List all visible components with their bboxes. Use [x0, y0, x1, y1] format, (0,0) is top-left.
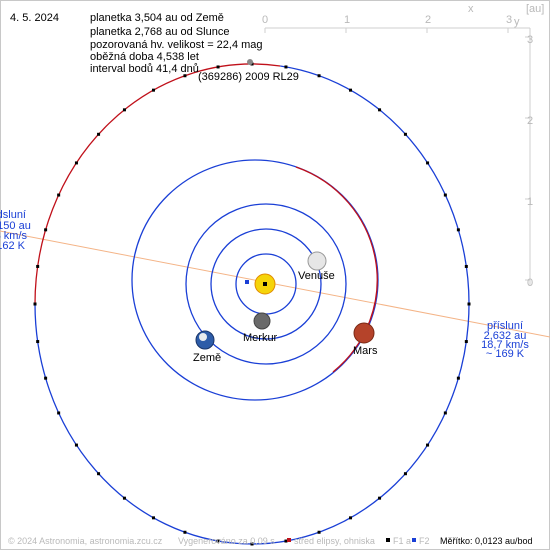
mars-orbit [131, 159, 379, 401]
asteroid-position-dot [74, 443, 78, 447]
mars-label: Mars [353, 345, 378, 357]
asteroid-position-dot [403, 472, 407, 476]
mercury-label: Merkur [243, 332, 278, 344]
asteroid-orbit [34, 63, 470, 545]
footer-generated: Vygenerováno za 0,09 s [178, 536, 275, 546]
asteroid-position-dot [33, 302, 37, 306]
asteroid-position-dot [122, 496, 126, 500]
asteroid-position-dot [57, 193, 61, 197]
x-tick-3: 3 [506, 14, 513, 26]
asteroid-position-dot [426, 443, 430, 447]
asteroid-position-dot [456, 228, 460, 232]
asteroid-position-dot [464, 340, 468, 344]
asteroid-position-dot [317, 530, 321, 534]
bodies [195, 59, 375, 350]
asteroid-position-dot [151, 88, 155, 92]
aphelion-distance: 3,150 au [0, 220, 31, 232]
axis-unit-label: [au] [526, 3, 545, 15]
asteroid-position-dot [284, 539, 288, 543]
asteroid-position-dot [464, 264, 468, 268]
aphelion-temperature: ~ 162 K [0, 240, 25, 252]
earth-cloud-icon [199, 333, 207, 341]
x-tick-0: 0 [262, 14, 269, 26]
asteroid-position-dot [183, 74, 187, 78]
asteroid-position-dot [44, 228, 48, 232]
asteroid-current-position-icon [247, 59, 253, 65]
asteroid-position-dot [57, 411, 61, 415]
asteroid-position-dot [443, 411, 447, 415]
asteroid-position-dot [317, 74, 321, 78]
asteroid-position-dot [74, 161, 78, 165]
info-distance-earth: planetka 3,504 au od Země [90, 12, 224, 24]
mars-icon [353, 322, 375, 344]
asteroid-position-dot [151, 516, 155, 520]
asteroid-position-dot [122, 108, 126, 112]
asteroid-position-dot [216, 65, 220, 69]
perihelion-title: přísluní [486, 320, 524, 332]
asteroid-position-dot [36, 264, 40, 268]
info-period: oběžná doba 4,538 let [90, 51, 199, 63]
asteroid-position-dot [378, 496, 382, 500]
x-tick-1: 1 [344, 14, 351, 26]
asteroid-position-dot [97, 472, 101, 476]
footer-scale: Měřítko: 0,0123 au/bod [440, 536, 533, 546]
asteroid-position-dot [250, 542, 254, 546]
asteroid-orbit-red-arc [34, 63, 281, 305]
mercury-icon [253, 312, 271, 330]
asteroid-position-dot [349, 516, 353, 520]
y-tick-2: 2 [527, 115, 534, 127]
asteroid-position-dot [44, 376, 48, 380]
aphelion-title: odsluní [0, 209, 26, 221]
asteroid-position-dot [456, 376, 460, 380]
perihelion-speed: 18,7 km/s [481, 339, 529, 351]
y-axis-label: y [514, 16, 520, 28]
earth-label: Země [193, 352, 222, 364]
earth-orbit [185, 203, 347, 365]
y-tick-3: 3 [527, 34, 534, 46]
footer-legend-center: střed elipsy, ohniska [294, 536, 375, 546]
axes-group [264, 27, 531, 285]
asteroid-position-dot [443, 193, 447, 197]
asteroid-position-dots [33, 62, 471, 546]
focus-f2-marker [245, 280, 249, 284]
mars-orbit-near-arc [295, 166, 378, 373]
date-label: 4. 5. 2024 [10, 12, 59, 24]
y-tick-1: 1 [527, 196, 534, 208]
footer-legend-f2: F2 [419, 536, 430, 546]
legend-f2-marker [412, 538, 416, 542]
info-magnitude: pozorovaná hv. velikost = 22,4 mag [90, 39, 263, 51]
y-tick-0: 0 [527, 277, 534, 289]
x-axis-label: x [468, 3, 474, 15]
asteroid-position-dot [97, 132, 101, 136]
venus-icon [307, 251, 327, 271]
asteroid-position-dot [426, 161, 430, 165]
x-tick-2: 2 [425, 14, 432, 26]
asteroid-position-dot [183, 530, 187, 534]
asteroid-position-dot [403, 132, 407, 136]
venus-label: Venuše [298, 270, 335, 282]
asteroid-orbit-blue-arc [34, 65, 470, 545]
asteroid-position-dot [284, 65, 288, 69]
asteroid-position-dot [349, 88, 353, 92]
asteroid-position-dot [36, 340, 40, 344]
info-point-interval: interval bodů 41,4 dnů [90, 63, 199, 75]
perihelion-temperature: ~ 169 K [485, 348, 525, 360]
legend-f1-marker [386, 538, 390, 542]
sun-focus-marker [263, 282, 267, 286]
venus-orbit [210, 228, 322, 340]
asteroid-position-dot [378, 108, 382, 112]
asteroid-name-label: (369286) 2009 RL29 [198, 71, 299, 83]
info-distance-sun: planetka 2,768 au od Slunce [90, 26, 230, 38]
footer-copyright: © 2024 Astronomia, astronomia.zcu.cz [8, 536, 163, 546]
perihelion-distance: 2,632 au [483, 330, 527, 342]
legend-center-marker [287, 538, 291, 542]
asteroid-position-dot [216, 539, 220, 543]
asteroid-position-dot [467, 302, 471, 306]
footer-legend-f1: F1 a [393, 536, 412, 546]
aphelion-speed: 14,8 km/s [0, 230, 27, 242]
